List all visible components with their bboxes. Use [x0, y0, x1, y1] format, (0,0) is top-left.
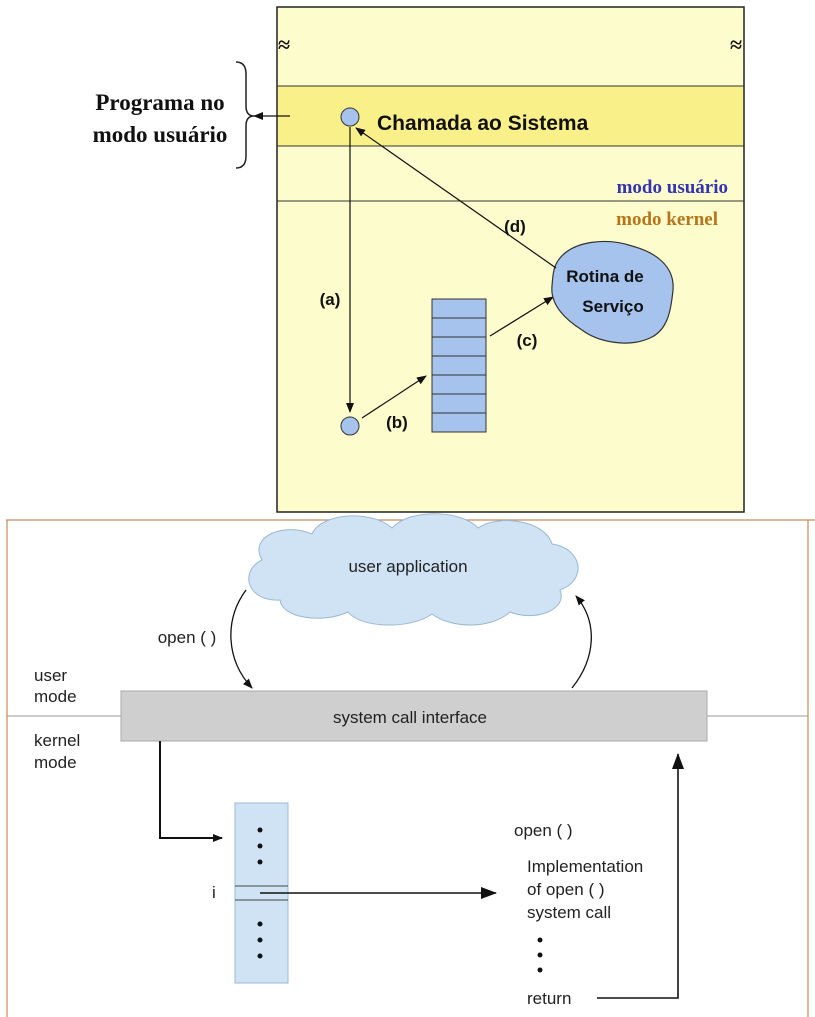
kernel-mode-line1: kernel [34, 731, 80, 750]
impl-line2: of open ( ) [527, 880, 605, 899]
step-d-label: (d) [504, 217, 526, 236]
memory-block [276, 6, 745, 513]
user-application-label: user application [348, 557, 467, 576]
dispatch-arrow [159, 741, 223, 842]
bottom-diagram: user application open ( ) user mode kern… [6, 513, 815, 1017]
service-routine-shape [551, 240, 674, 344]
kernel-mode-label: modo kernel [616, 209, 718, 230]
return-path-arrow [597, 753, 684, 999]
system-call-interface-label: system call interface [333, 708, 487, 727]
top-diagram: ≈ ≈ Programa no modo usuário Chamada ao … [93, 6, 745, 513]
impl-dot-3 [537, 967, 543, 973]
system-call-node [340, 107, 360, 127]
routine-line2: Serviço [582, 297, 643, 316]
impl-line3: system call [527, 903, 611, 922]
step-b-label: (b) [386, 413, 408, 432]
return-label: return [527, 989, 571, 1008]
step-a-label: (a) [320, 290, 341, 309]
arrow-c [489, 296, 554, 337]
arrow-b [361, 375, 427, 419]
system-call-label: Chamada ao Sistema [377, 112, 589, 135]
user-mode-line1: user [34, 666, 67, 685]
brace-icon [235, 61, 255, 169]
dispatch-table [431, 298, 487, 433]
impl-dot-1 [537, 937, 543, 943]
user-application-cloud [248, 513, 579, 626]
trap-node [340, 416, 360, 436]
step-c-label: (c) [517, 331, 538, 350]
return-to-user-arrow [571, 595, 592, 689]
program-label-line2: modo usuário [93, 122, 228, 147]
user-mode-line2: mode [34, 687, 77, 706]
index-label: i [212, 883, 216, 902]
routine-line1: Rotina de [566, 267, 643, 286]
open-call-label: open ( ) [158, 628, 217, 647]
impl-open-label: open ( ) [514, 821, 573, 840]
arrow-d [355, 127, 557, 269]
impl-line1: Implementation [527, 857, 643, 876]
system-call-interface-bar [120, 690, 708, 742]
kernel-mode-line2: mode [34, 753, 77, 772]
program-label-line1: Programa no [95, 90, 224, 115]
user-mode-label: modo usuário [617, 177, 728, 198]
break-symbol-right: ≈ [730, 32, 742, 57]
break-symbol-left: ≈ [278, 32, 290, 57]
open-call-arrow [230, 589, 253, 689]
impl-dot-2 [537, 952, 543, 958]
